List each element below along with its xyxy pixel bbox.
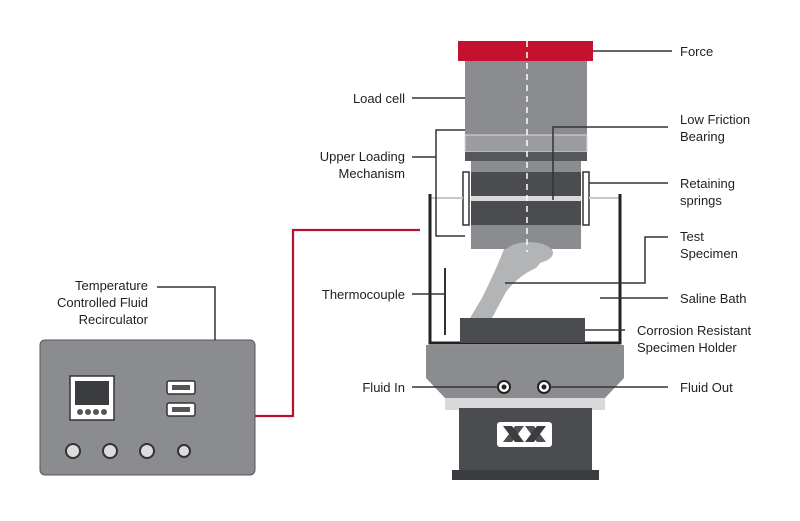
label-test-specimen-line2: Specimen bbox=[680, 246, 738, 261]
upper-loading-plate bbox=[464, 134, 588, 153]
label-upper-loading-line1: Upper Loading bbox=[320, 149, 405, 164]
label-retaining-springs-line2: springs bbox=[680, 193, 722, 208]
label-low-friction-bearing-line1: Low Friction bbox=[680, 112, 750, 127]
switch-slot bbox=[172, 385, 190, 390]
recirculator-unit bbox=[39, 339, 256, 476]
label-recirculator-line3: Recirculator bbox=[79, 312, 149, 327]
label-recirculator-line2: Controlled Fluid bbox=[57, 295, 148, 310]
fluid-connection-line bbox=[255, 228, 420, 418]
label-specimen-holder-line2: Specimen Holder bbox=[637, 340, 737, 355]
manufacturer-logo-icon bbox=[497, 422, 552, 447]
port-center-icon bbox=[541, 384, 547, 390]
retaining-spring-right bbox=[582, 171, 590, 226]
test-machine bbox=[426, 41, 624, 480]
label-upper-loading-line2: Mechanism bbox=[339, 166, 405, 181]
specimen-head bbox=[505, 242, 553, 264]
knob-icon bbox=[139, 443, 155, 459]
label-thermocouple: Thermocouple bbox=[322, 287, 405, 302]
upper-loading-dark-band bbox=[465, 152, 587, 161]
upper-loading-step bbox=[471, 161, 581, 172]
display-button-icon bbox=[101, 409, 107, 415]
label-load-cell: Load cell bbox=[353, 91, 405, 106]
low-friction-bearing-top bbox=[471, 172, 581, 196]
knob-icon bbox=[177, 444, 191, 458]
leader-upper-loading-bracket bbox=[435, 129, 465, 237]
knob-icon bbox=[65, 443, 81, 459]
force-plate bbox=[458, 41, 593, 61]
port-center-icon bbox=[501, 384, 507, 390]
recirculator-body bbox=[39, 339, 256, 476]
corrosion-resistant-specimen-holder bbox=[460, 318, 585, 343]
label-recirculator-line1: Temperature bbox=[75, 278, 148, 293]
recirculator-display-screen bbox=[75, 381, 109, 405]
label-low-friction-bearing-line2: Bearing bbox=[680, 129, 725, 144]
leader-lines bbox=[157, 50, 672, 388]
label-test-specimen-line1: Test bbox=[680, 229, 704, 244]
leader-recirculator bbox=[157, 286, 216, 340]
label-saline-bath: Saline Bath bbox=[680, 291, 747, 306]
low-friction-bearing-bottom bbox=[471, 201, 581, 225]
machine-base-top bbox=[426, 345, 624, 398]
display-button-icon bbox=[85, 409, 91, 415]
bearing-gap bbox=[471, 196, 581, 201]
display-button-icon bbox=[77, 409, 83, 415]
label-fluid-in: Fluid In bbox=[362, 380, 405, 395]
switch-slot bbox=[172, 407, 190, 412]
knob-icon bbox=[102, 443, 118, 459]
label-retaining-springs-line1: Retaining bbox=[680, 176, 735, 191]
display-button-icon bbox=[93, 409, 99, 415]
label-specimen-holder-line1: Corrosion Resistant bbox=[637, 323, 752, 338]
base-gap bbox=[445, 398, 605, 410]
load-cell bbox=[465, 61, 587, 135]
label-fluid-out: Fluid Out bbox=[680, 380, 733, 395]
leader-test-specimen bbox=[505, 236, 668, 284]
machine-base-foot bbox=[452, 470, 599, 480]
retaining-spring-left bbox=[462, 171, 470, 226]
label-force: Force bbox=[680, 44, 713, 59]
leader-low-friction-bearing bbox=[552, 126, 668, 200]
